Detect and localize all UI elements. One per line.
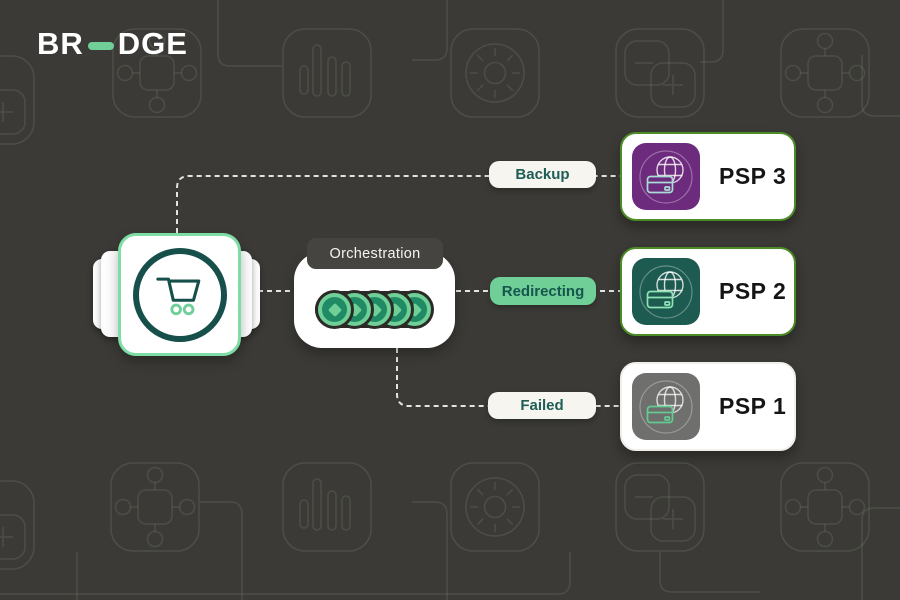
psp2-node: PSP 2	[620, 247, 796, 336]
logo-text-left: BR	[37, 26, 84, 61]
psp3-label: PSP 3	[719, 163, 787, 189]
psp2-tile	[632, 258, 700, 325]
brdge-logo: BR DGE	[37, 26, 188, 62]
psp3-tile	[632, 143, 700, 210]
backup-route-line	[176, 175, 620, 233]
globe-card-icon	[639, 149, 693, 204]
psp2-label: PSP 2	[719, 278, 787, 304]
coin-stack	[315, 291, 433, 328]
logo-dash-icon	[87, 42, 114, 50]
route-label-redirecting: Redirecting	[490, 277, 596, 305]
psp1-label: PSP 1	[719, 393, 787, 419]
route-label-failed: Failed	[488, 392, 596, 419]
globe-card-icon	[639, 379, 693, 434]
coin-icon	[318, 293, 351, 326]
failed-route-line	[396, 348, 620, 407]
psp3-node: PSP 3	[620, 132, 796, 221]
logo-text-right: DGE	[117, 26, 188, 61]
globe-card-icon	[639, 264, 693, 319]
shopping-cart-icon	[155, 277, 200, 316]
cart-ring	[132, 247, 227, 342]
psp1-tile	[632, 373, 700, 440]
route-label-backup: Backup	[489, 161, 596, 188]
psp1-node: PSP 1	[620, 362, 796, 451]
checkout-node	[118, 233, 241, 356]
orchestration-label: Orchestration	[307, 238, 443, 269]
